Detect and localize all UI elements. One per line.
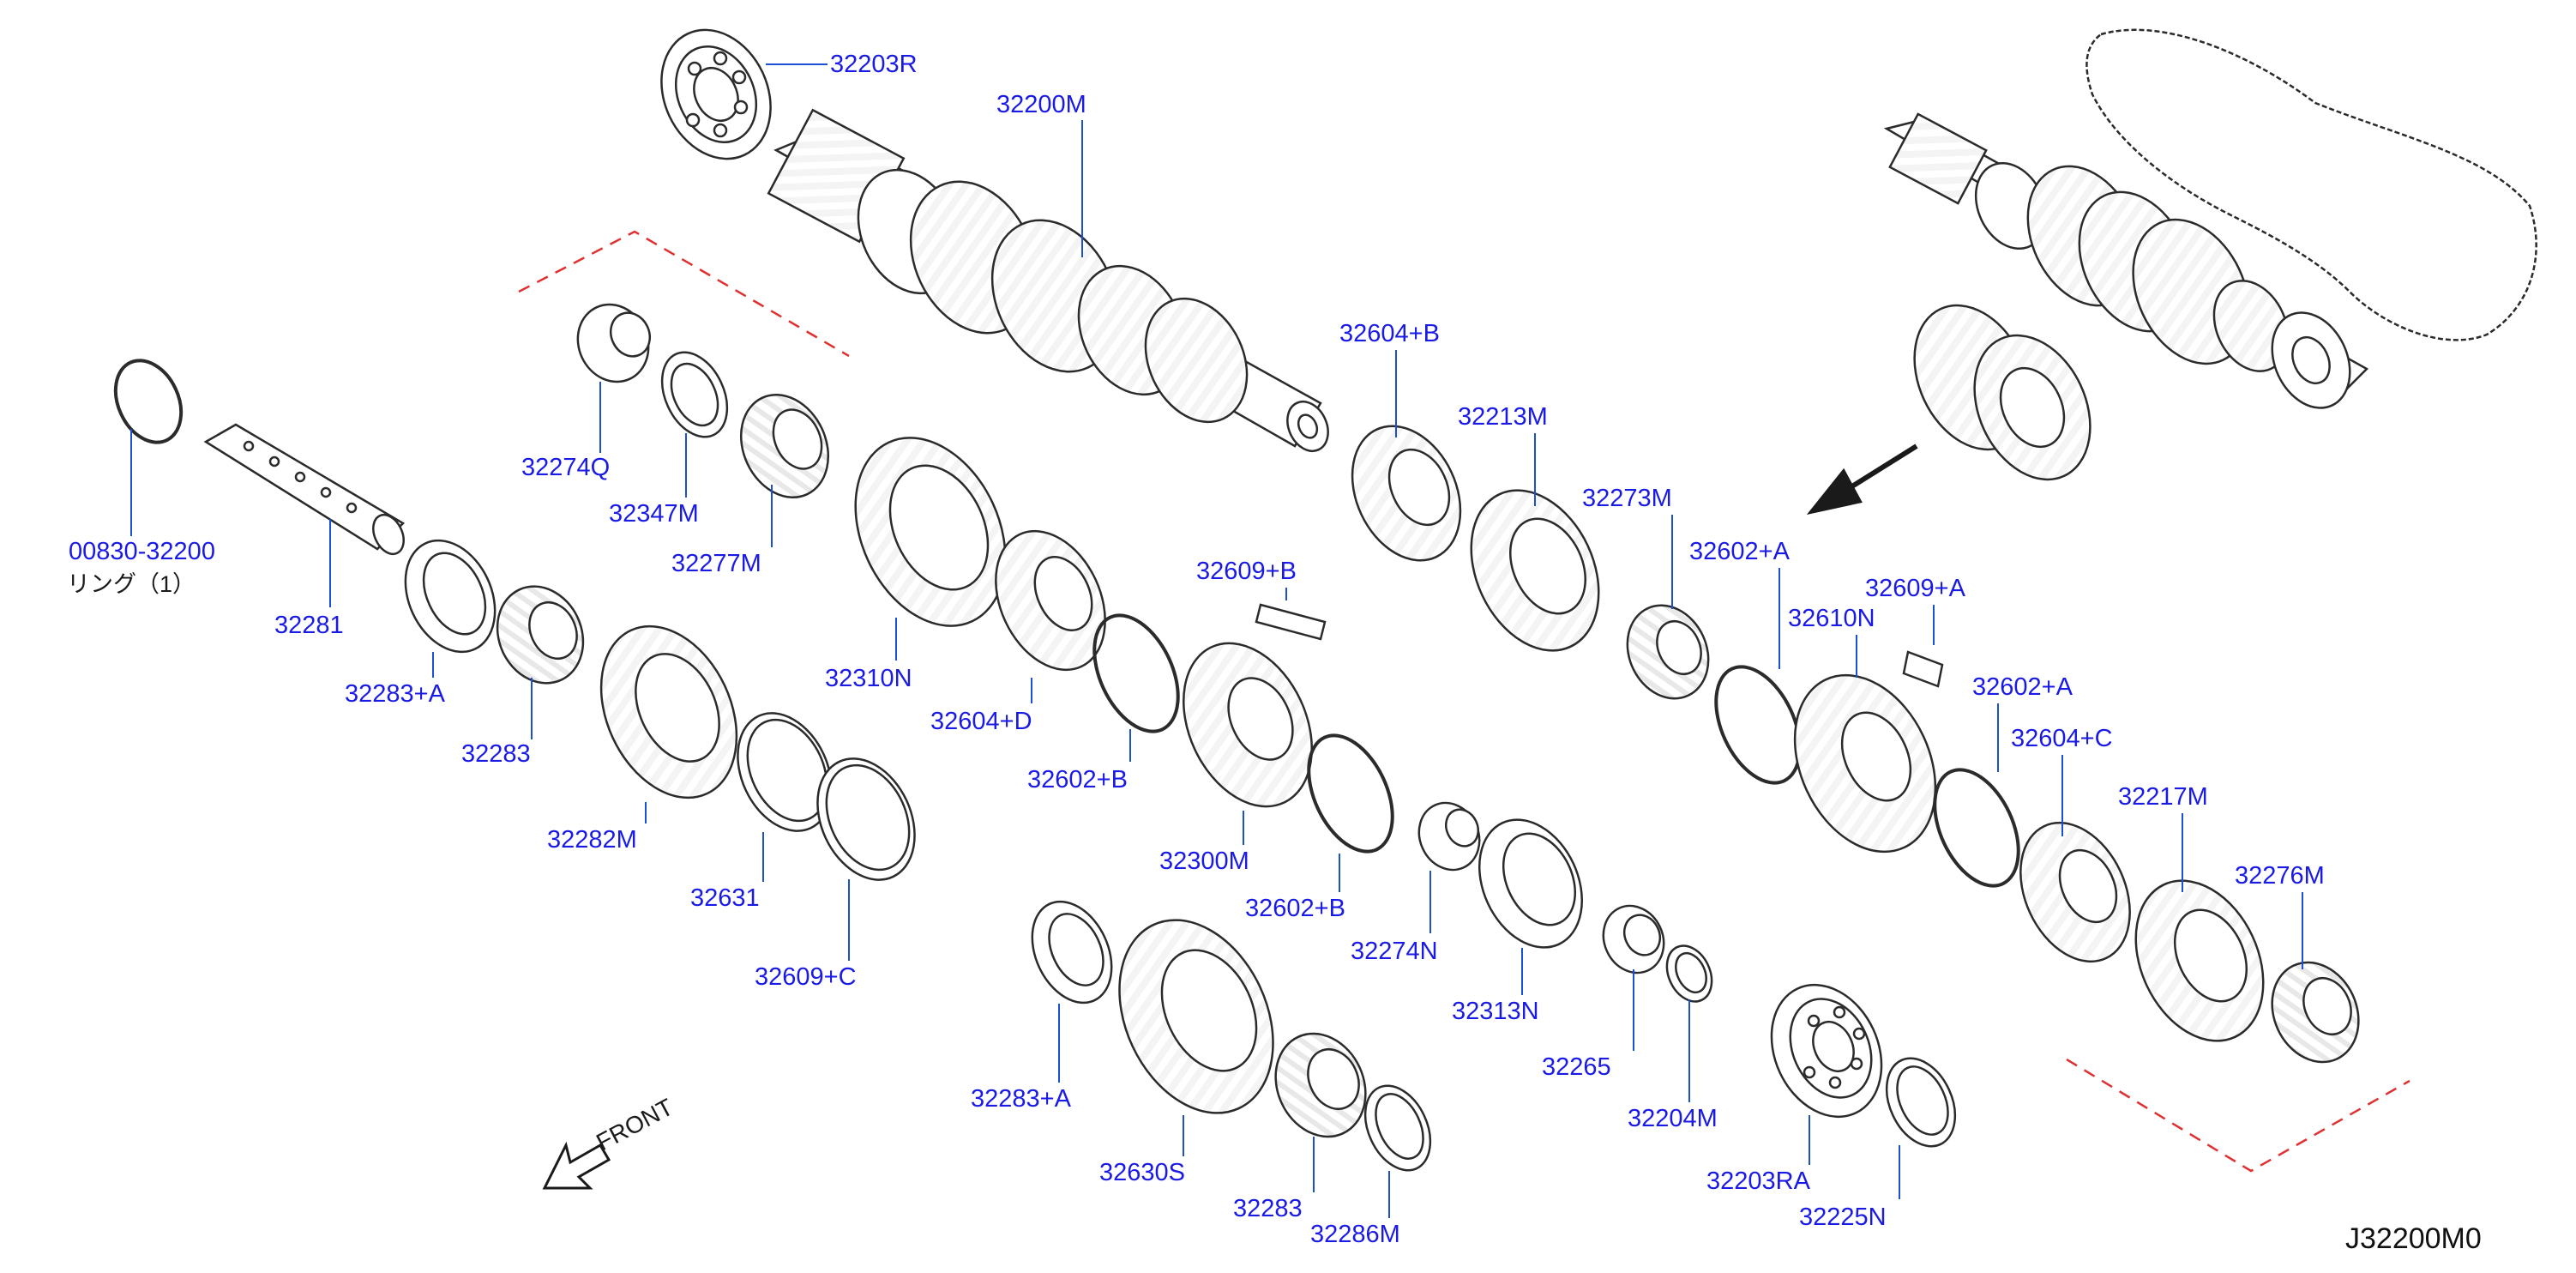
callout-32602a-lower: 32602+A <box>1972 673 2073 701</box>
hub-32604d <box>995 529 1106 672</box>
snap-ring-32602a-lower <box>1933 768 2020 888</box>
gear-32310n <box>854 437 1007 627</box>
seal-32283a-lower <box>1031 900 1113 1005</box>
callout-32602a-upper: 32602+A <box>1689 538 1791 565</box>
gear-32610n <box>1793 673 1937 854</box>
callout-32225n: 32225N <box>1799 1204 1887 1231</box>
callout-32604b: 32604+B <box>1339 320 1440 347</box>
ring-32631 <box>737 712 833 832</box>
callout-32283-upper: 32283 <box>461 740 531 768</box>
callout-32283a-upper: 32283+A <box>345 680 446 708</box>
collar-32265 <box>1602 904 1665 974</box>
callout-32283a-lower: 32283+A <box>971 1085 1072 1113</box>
cup-32313n <box>1478 818 1584 949</box>
callout-32204m: 32204M <box>1628 1105 1718 1132</box>
callout-32213m: 32213M <box>1458 403 1548 431</box>
snap-ring-00830 <box>113 359 184 444</box>
ring-quantity-note: リング（1） <box>67 571 196 597</box>
insert-32609b <box>1255 603 1327 641</box>
gear-32630s <box>1118 919 1274 1114</box>
needle-bearing-32276m <box>2271 961 2360 1064</box>
bearing-32203r <box>660 28 772 160</box>
callout-32609a: 32609+A <box>1865 575 1966 602</box>
callout-00830-32200: 00830-32200 <box>69 538 215 565</box>
callout-32313n: 32313N <box>1452 998 1539 1025</box>
callout-32630s: 32630S <box>1099 1159 1185 1186</box>
front-arrow-icon <box>542 1141 611 1190</box>
needle-bearing-32273m <box>1626 604 1710 700</box>
callout-32203ra: 32203RA <box>1706 1167 1811 1195</box>
washer-32286m <box>1363 1084 1432 1172</box>
bushing-32274q <box>576 303 652 383</box>
bushing-32274n <box>1417 801 1481 872</box>
callout-32310n: 32310N <box>825 665 912 692</box>
callout-32217m: 32217M <box>2118 783 2208 811</box>
callout-32631: 32631 <box>690 884 760 912</box>
needle-bearing-32283-lower <box>1274 1032 1367 1138</box>
snap-ring-32602a-upper <box>1714 665 1802 785</box>
insert-32609a <box>1902 650 1944 688</box>
callout-32604c: 32604+C <box>2011 725 2113 752</box>
bearing-32203ra <box>1770 983 1883 1119</box>
callout-32610n: 32610N <box>1788 605 1875 632</box>
diagram-reference-code: J32200M0 <box>2345 1222 2482 1255</box>
callout-32609c: 32609+C <box>755 963 857 991</box>
callout-32200m: 32200M <box>996 91 1086 118</box>
snap-ring-32602b-upper <box>1092 613 1180 733</box>
callout-32347m: 32347M <box>609 500 699 528</box>
hub-32604c <box>2019 821 2131 963</box>
gear-32213m <box>1470 489 1600 652</box>
callout-32604d: 32604+D <box>930 708 1032 735</box>
callout-32286m: 32286M <box>1310 1221 1400 1248</box>
needle-bearing-32283-upper <box>496 585 585 685</box>
pin-32281 <box>203 423 406 556</box>
callout-32203r: 32203R <box>830 51 918 78</box>
callout-32609b: 32609+B <box>1196 558 1297 585</box>
needle-bearing-32277m <box>739 394 830 498</box>
main-shaft-32200m <box>767 108 1329 452</box>
gear-32282m <box>599 624 738 799</box>
callout-32602b-lower: 32602+B <box>1245 895 1345 922</box>
callout-32273m: 32273M <box>1582 485 1672 512</box>
callout-32274q: 32274Q <box>521 454 610 481</box>
callout-32277m: 32277M <box>671 550 761 577</box>
direction-arrow <box>1806 443 1918 515</box>
callout-32276m: 32276M <box>2235 862 2325 890</box>
callout-32283-lower: 32283 <box>1233 1195 1303 1222</box>
shim-32204m <box>1665 944 1713 1003</box>
seal-32283a-upper <box>404 539 497 654</box>
callout-32602b-upper: 32602+B <box>1027 766 1128 793</box>
hub-32604b <box>1351 425 1462 562</box>
callout-32282m: 32282M <box>547 826 637 854</box>
shim-32225n <box>1885 1057 1957 1148</box>
gear-32217m <box>2134 879 2265 1042</box>
front-label: FRONT <box>592 1094 677 1156</box>
ring-32609c <box>816 757 916 881</box>
washer-32347m <box>660 351 729 438</box>
callout-32281: 32281 <box>274 612 344 639</box>
gear-32300m <box>1183 642 1313 808</box>
callout-32274n: 32274N <box>1351 938 1438 965</box>
snap-ring-32602b-lower <box>1307 733 1394 854</box>
callout-32265: 32265 <box>1542 1053 1611 1081</box>
callout-32300m: 32300M <box>1159 848 1249 875</box>
assembled-shaft-view <box>1883 28 2537 481</box>
